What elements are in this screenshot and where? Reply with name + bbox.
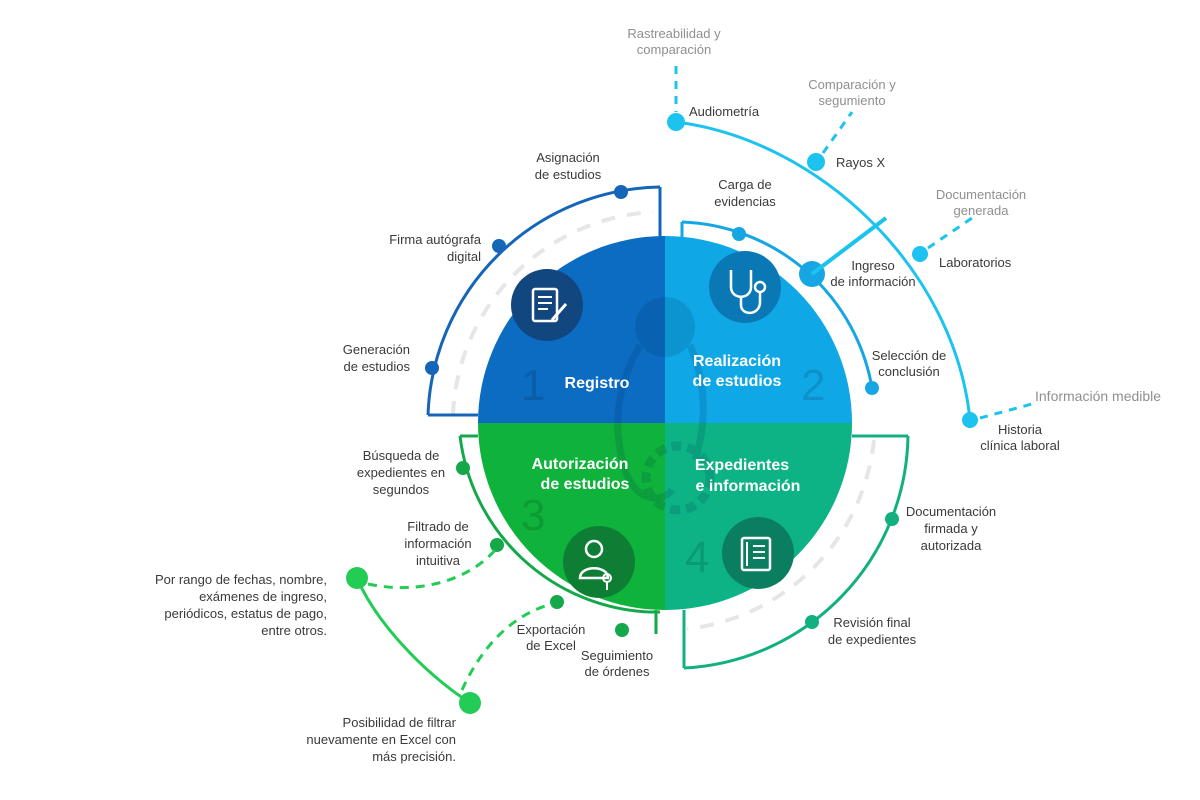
node-exportacion[interactable] (550, 595, 564, 609)
ring-autorizacion (456, 434, 660, 637)
node-carga[interactable] (732, 227, 746, 241)
label-exportacion-2: de Excel (526, 638, 576, 653)
label-generacion-2: de estudios (344, 359, 411, 374)
label-doc-firmada-2: firmada y (924, 521, 978, 536)
quadrant-title-expedientes-2: e información (696, 478, 801, 495)
node-revision[interactable] (805, 615, 819, 629)
node-audiometria[interactable] (667, 113, 685, 131)
label-seguimiento-1: Seguimiento (581, 648, 653, 663)
label-filtrado-3: intuitiva (416, 553, 461, 568)
label-rastreabilidad-2: comparación (637, 42, 711, 57)
doctor-watermark-icon (614, 297, 715, 515)
label-doc-generada-1: Documentación (936, 187, 1026, 202)
quadrant-title-expedientes-1: Expedientes (695, 457, 789, 474)
quadrant-title-realizacion-2: de estudios (693, 373, 782, 390)
node-filtrado[interactable] (490, 538, 504, 552)
label-revision-2: de expedientes (828, 632, 917, 647)
quadrant-number-2: 2 (801, 361, 825, 410)
labels-branch-cyan: Audiometría Rayos X Laboratorios Histori… (627, 26, 1161, 453)
stethoscope-icon (709, 251, 781, 323)
label-rastreabilidad-1: Rastreabilidad y (627, 26, 721, 41)
medical-record-icon (722, 517, 794, 589)
node-busqueda[interactable] (456, 461, 470, 475)
label-firma-2: digital (447, 249, 481, 264)
label-doc-firmada-3: autorizada (921, 538, 982, 553)
label-carga-1: Carga de (718, 177, 771, 192)
label-por-rango-2: exámenes de ingreso, (199, 589, 327, 604)
branch-filtros (346, 547, 553, 714)
label-ingreso-1: Ingreso (851, 258, 894, 273)
label-posibilidad-1: Posibilidad de filtrar (343, 715, 457, 730)
quadrant-number-3: 3 (521, 491, 545, 540)
labels-realizacion: Carga de evidencias Ingreso de informaci… (714, 177, 946, 379)
node-firma[interactable] (492, 239, 506, 253)
quadrant-number-4: 4 (685, 533, 709, 582)
label-laboratorios: Laboratorios (939, 255, 1012, 270)
node-por-rango[interactable] (346, 567, 368, 589)
label-audiometria: Audiometría (689, 104, 760, 119)
quadrant-title-registro: Registro (565, 375, 630, 392)
label-asignacion-1: Asignación (536, 150, 600, 165)
quadrant-title-autorizacion-2: de estudios (541, 476, 630, 493)
label-historia-1: Historia (998, 422, 1043, 437)
label-exportacion-1: Exportación (517, 622, 586, 637)
label-seguimiento-2: de órdenes (584, 664, 650, 679)
label-firma-1: Firma autógrafa (389, 232, 482, 247)
label-filtrado-2: información (404, 536, 471, 551)
ring-registro (425, 185, 662, 417)
label-por-rango-4: entre otros. (261, 623, 327, 638)
label-posibilidad-2: nuevamente en Excel con (306, 732, 456, 747)
node-asignacion[interactable] (614, 185, 628, 199)
label-seleccion-2: conclusión (878, 364, 939, 379)
doctor-key-icon (563, 526, 635, 598)
labels-registro: Asignación de estudios Firma autógrafa d… (343, 150, 602, 374)
node-generacion[interactable] (425, 361, 439, 375)
labels-branch-green: Por rango de fechas, nombre, exámenes de… (155, 572, 457, 764)
quadrant-title-realizacion-1: Realización (693, 353, 781, 370)
label-seleccion-1: Selección de (872, 348, 946, 363)
quadrant-number-1: 1 (521, 361, 545, 410)
label-carga-2: evidencias (714, 194, 776, 209)
label-historia-2: clínica laboral (980, 438, 1060, 453)
label-posibilidad-3: más precisión. (372, 749, 456, 764)
labels-expedientes: Documentación firmada y autorizada Revis… (828, 504, 996, 647)
node-documentacion-firmada[interactable] (885, 512, 899, 526)
label-busqueda-2: expedientes en (357, 465, 445, 480)
quadrant-title-autorizacion-1: Autorización (532, 456, 629, 473)
label-informacion-medible: Información medible (1035, 388, 1161, 404)
branch-estudios (667, 66, 1033, 428)
central-pie: 1 2 3 4 Registro Realización de estudios… (478, 236, 852, 610)
label-doc-firmada-1: Documentación (906, 504, 996, 519)
node-rayos[interactable] (807, 153, 825, 171)
node-historia[interactable] (962, 412, 978, 428)
dashed-ring (451, 210, 876, 631)
node-posibilidad[interactable] (459, 692, 481, 714)
label-busqueda-3: segundos (373, 482, 430, 497)
label-por-rango-1: Por rango de fechas, nombre, (155, 572, 327, 587)
node-seleccion[interactable] (865, 381, 879, 395)
label-rayos: Rayos X (836, 155, 885, 170)
ring-expedientes (682, 434, 910, 670)
document-edit-icon (511, 269, 583, 341)
label-comparacion-1: Comparación y (808, 77, 896, 92)
quadrant-expedientes[interactable] (665, 423, 852, 610)
label-comparacion-2: segumiento (818, 93, 885, 108)
label-doc-generada-2: generada (954, 203, 1010, 218)
label-revision-1: Revisión final (833, 615, 910, 630)
node-seguimiento[interactable] (615, 623, 629, 637)
label-ingreso-2: de información (830, 274, 915, 289)
node-laboratorios[interactable] (912, 246, 928, 262)
label-filtrado-1: Filtrado de (407, 519, 468, 534)
label-busqueda-1: Búsqueda de (363, 448, 440, 463)
label-asignacion-2: de estudios (535, 167, 602, 182)
label-generacion-1: Generación (343, 342, 410, 357)
label-por-rango-3: periódicos, estatus de pago, (164, 606, 327, 621)
labels-autorizacion: Búsqueda de expedientes en segundos Filt… (357, 448, 653, 679)
